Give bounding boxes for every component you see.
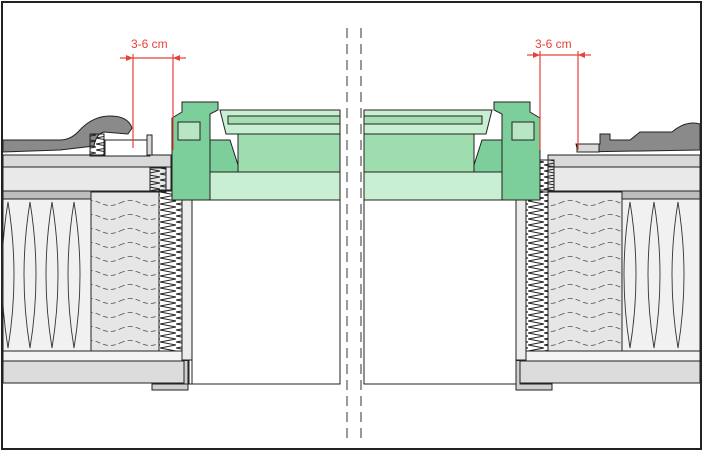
left-roof-board [2, 166, 172, 192]
right-reveal-panel [515, 199, 527, 361]
center-break [341, 96, 363, 396]
right-roof-assembly [515, 122, 701, 391]
left-lining-top [209, 171, 341, 201]
left-insulation [2, 198, 92, 352]
left-shaft-panel [191, 199, 341, 385]
left-insulation-collar [158, 189, 184, 353]
right-glazing-unit [363, 109, 517, 385]
left-reveal-panel [181, 199, 193, 361]
right-insulation [621, 198, 701, 352]
right-sash-body [363, 133, 475, 173]
right-dimension-label: 3-6 cm [535, 37, 572, 51]
left-vapour-layer [2, 350, 190, 362]
right-ceiling-board [515, 360, 701, 384]
left-tile-support [104, 139, 151, 157]
right-counter-batten [547, 154, 701, 168]
left-sash-body [237, 133, 341, 173]
left-counter-batten [2, 154, 172, 168]
left-roof-assembly [1, 115, 190, 391]
right-vapour-layer [515, 350, 701, 362]
left-flashing-edge [146, 134, 153, 156]
right-lining-top [363, 171, 503, 201]
right-shaft-panel [363, 199, 517, 385]
right-insulation-collar [525, 189, 549, 353]
left-tile-seal [89, 133, 105, 157]
right-lining-profile [515, 361, 553, 391]
left-lining-profile [151, 361, 189, 391]
right-roof-tile [575, 122, 701, 153]
right-dimension: 3-6 cm [527, 37, 591, 150]
left-glazing-unit [191, 109, 341, 385]
right-roof-board [547, 166, 701, 192]
left-ceiling-board [2, 360, 190, 384]
left-dimension-label: 3-6 cm [131, 37, 168, 51]
left-dimension: 3-6 cm [120, 37, 186, 150]
